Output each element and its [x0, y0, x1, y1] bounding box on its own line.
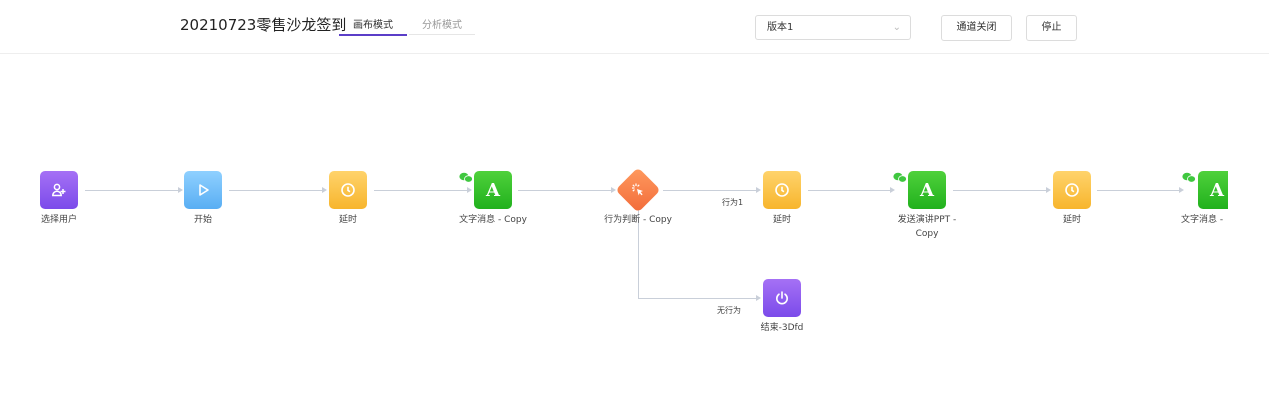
top-toolbar: 20210723零售沙龙签到 画布模式 分析模式 版本1 ⌄ 通道关闭 停止 — [0, 0, 1269, 54]
edge-arrow — [756, 295, 761, 301]
edge-arrow — [890, 187, 895, 193]
node-clip: A 文字消息 - — [1170, 164, 1228, 254]
clock-icon — [341, 183, 355, 197]
node-behavior-judge[interactable] — [615, 167, 661, 213]
edge-arrow — [322, 187, 327, 193]
edge-line — [85, 190, 178, 191]
node-delay[interactable] — [1053, 171, 1091, 209]
node-label: 结束-3Dfd — [760, 323, 804, 333]
wechat-icon — [1182, 172, 1196, 183]
node-label: 文字消息 - Copy — [459, 215, 527, 225]
text-a-icon: A — [1210, 179, 1224, 201]
node-label-line2: Copy — [915, 229, 939, 239]
page-title: 20210723零售沙龙签到 — [180, 16, 347, 34]
node-label: 文字消息 - — [1181, 215, 1224, 225]
tab-canvas-mode[interactable]: 画布模式 — [339, 16, 407, 36]
power-icon — [776, 291, 788, 305]
close-channel-button[interactable]: 通道关闭 — [941, 15, 1012, 41]
clock-icon — [775, 183, 789, 197]
edge-arrow — [178, 187, 183, 193]
edge-line — [953, 190, 1046, 191]
node-label: 延时 — [1062, 215, 1081, 225]
node-delay[interactable] — [329, 171, 367, 209]
node-label: 选择用户 — [40, 215, 77, 225]
node-label: 延时 — [338, 215, 357, 225]
edge-arrow — [1179, 187, 1184, 193]
node-label: 发送演讲PPT - — [897, 215, 957, 225]
node-text-message-copy[interactable]: A — [474, 171, 512, 209]
edge-line — [518, 190, 611, 191]
node-delay[interactable] — [763, 171, 801, 209]
stop-button[interactable]: 停止 — [1026, 15, 1077, 41]
node-start[interactable] — [184, 171, 222, 209]
flow-canvas[interactable]: 行为1 无行为 选择用户 开始 延时 A 文字消息 - Copy 行为判断 - … — [0, 54, 1269, 411]
edge-line — [638, 298, 756, 299]
edge-line — [638, 208, 639, 298]
node-label: 延时 — [772, 215, 791, 225]
edge-line — [374, 190, 467, 191]
node-text-message[interactable]: A — [1198, 171, 1228, 209]
wechat-icon — [459, 172, 473, 183]
edge-arrow — [1046, 187, 1051, 193]
text-a-icon: A — [486, 179, 500, 201]
clock-icon — [1065, 183, 1079, 197]
text-a-icon: A — [920, 179, 934, 201]
tab-analysis-mode[interactable]: 分析模式 — [409, 16, 475, 35]
edge-arrow — [611, 187, 616, 193]
node-send-ppt[interactable]: A — [908, 171, 946, 209]
add-user-icon — [52, 183, 66, 197]
edge-arrow — [467, 187, 472, 193]
edge-line — [1097, 190, 1179, 191]
edge-label-behavior1: 行为1 — [722, 198, 744, 207]
click-icon — [619, 171, 657, 209]
edge-line — [229, 190, 322, 191]
node-label: 行为判断 - Copy — [604, 215, 672, 225]
edge-line — [808, 190, 890, 191]
edge-label-no-behavior: 无行为 — [717, 306, 741, 315]
version-select-value: 版本1 — [767, 22, 794, 33]
play-icon — [199, 184, 209, 196]
node-end[interactable] — [763, 279, 801, 317]
node-label: 开始 — [193, 215, 212, 225]
node-select-user[interactable] — [40, 171, 78, 209]
version-select[interactable]: 版本1 ⌄ — [755, 15, 911, 40]
wechat-icon — [893, 172, 907, 183]
chevron-down-icon: ⌄ — [892, 22, 901, 33]
edge-arrow — [756, 187, 761, 193]
edge-line — [663, 190, 756, 191]
